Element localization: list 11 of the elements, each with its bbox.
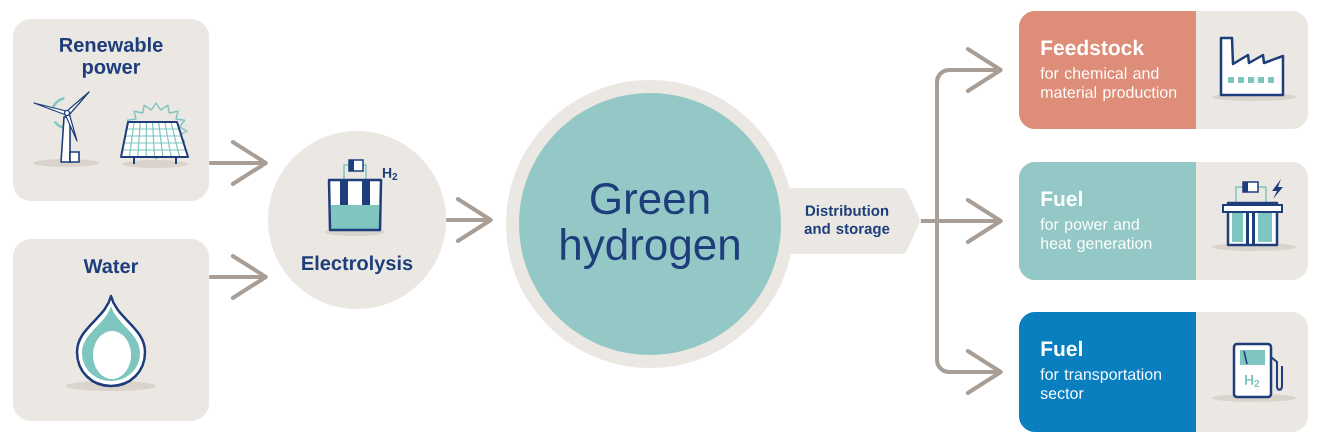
card-title: Fuel (1041, 340, 1082, 357)
card-description: for chemical and material production (1040, 67, 1177, 102)
node-label: Distribution and storage (804, 204, 890, 238)
card-description: for transportation sector (1040, 368, 1161, 399)
card-title: Feedstock (1041, 39, 1145, 56)
arrow (920, 219, 1003, 395)
card-title: Fuel (1041, 190, 1082, 207)
formula-label: H$_{2}$ (1244, 375, 1260, 387)
card-description: for power and heat generation (1040, 218, 1152, 253)
pointer-tab: Distribution and storage (788, 188, 920, 254)
formula-label: H$_{2}$ (382, 168, 398, 180)
